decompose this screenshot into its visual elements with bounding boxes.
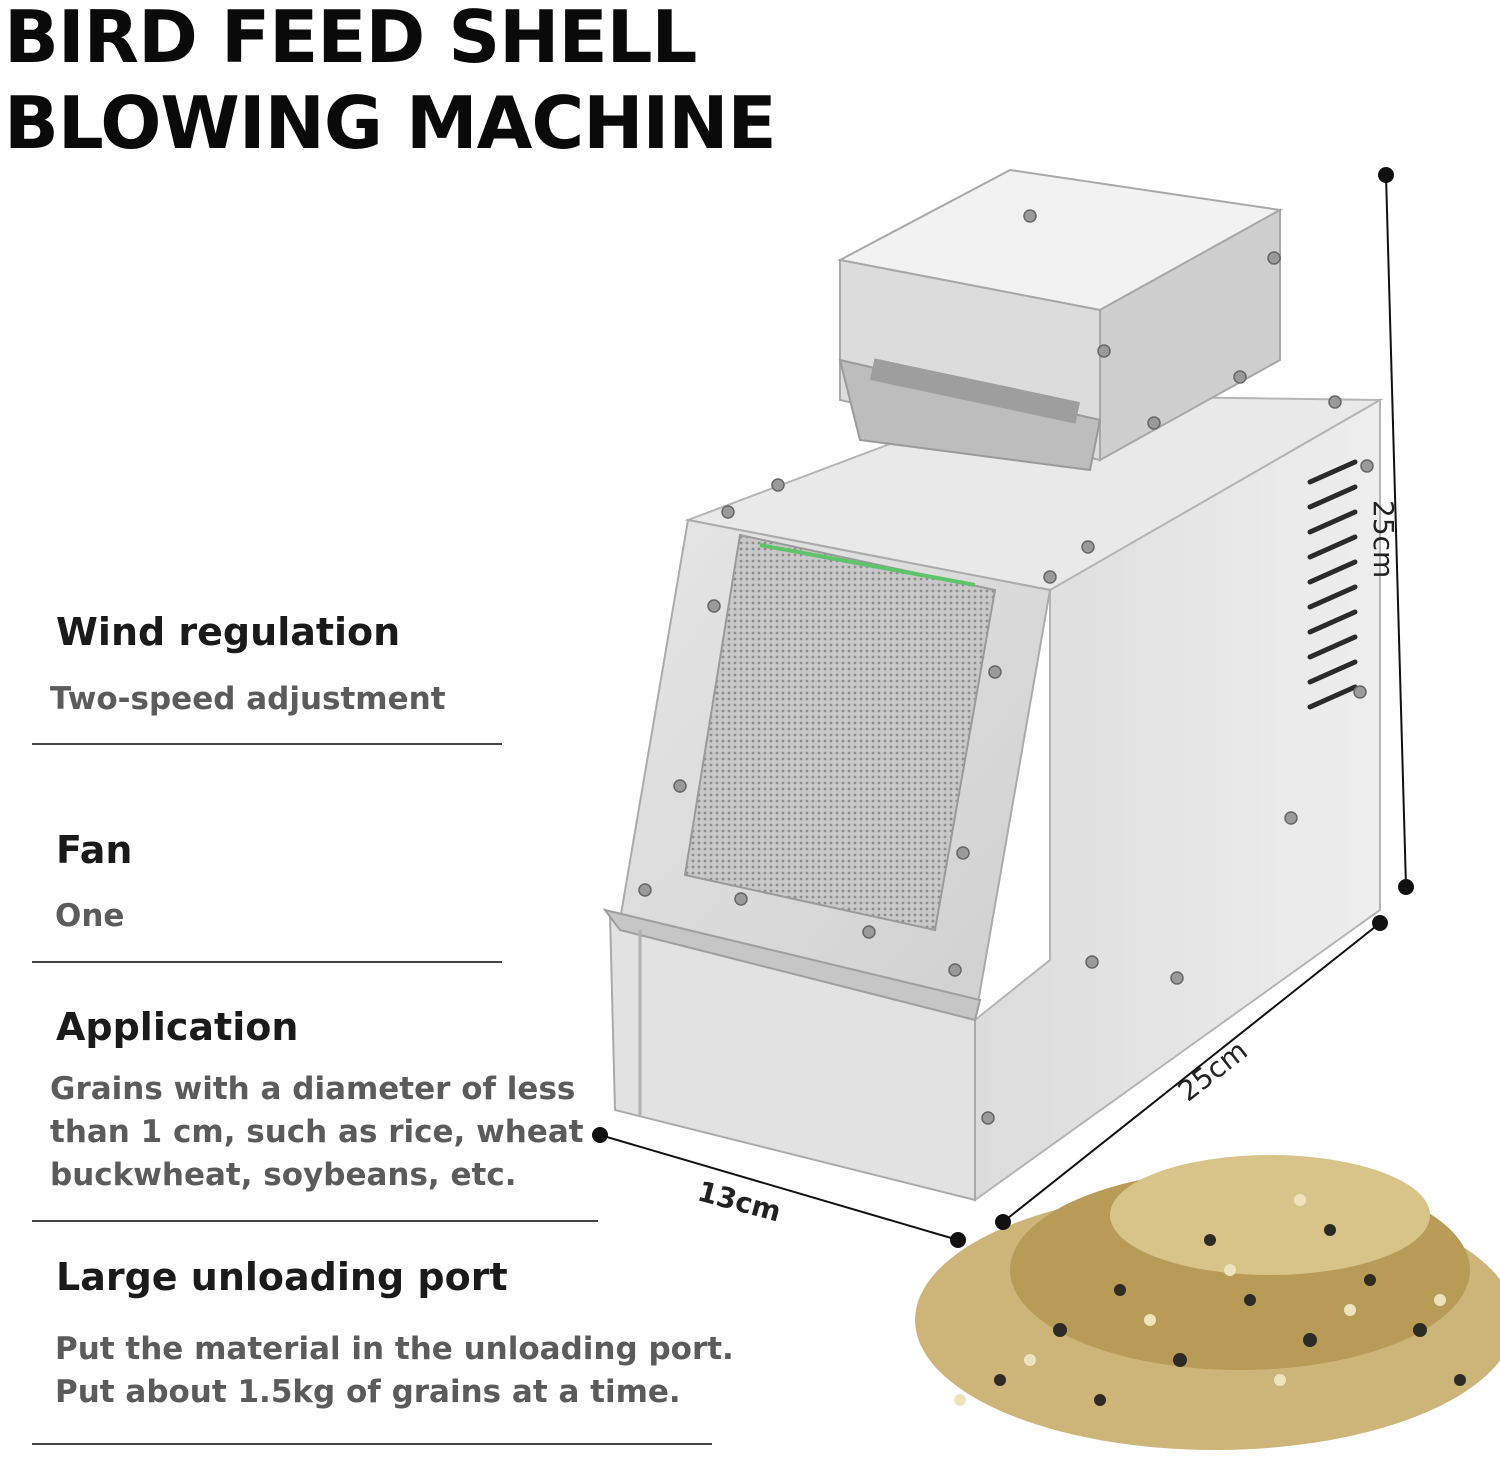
feature-description: One — [55, 898, 125, 934]
feature-description: Two-speed adjustment — [50, 681, 446, 717]
grain-pile — [915, 1155, 1500, 1450]
machine-illustration — [592, 167, 1500, 1450]
feature-description-line: Put the material in the unloading port. — [55, 1331, 734, 1367]
vent-slots — [1307, 459, 1358, 710]
hopper-right-face — [1099, 208, 1281, 462]
feature-description-line: buckwheat, soybeans, etc. — [50, 1157, 517, 1193]
feature-heading: Wind regulation — [56, 610, 401, 654]
divider — [32, 1443, 712, 1445]
feature-heading: Application — [56, 1005, 299, 1049]
unloading-tray-lip — [602, 908, 982, 1022]
dimension-height-label: 25cm — [1367, 500, 1400, 579]
divider — [32, 743, 502, 745]
feature-heading: Large unloading port — [56, 1255, 508, 1299]
feature-description-line: Put about 1.5kg of grains at a time. — [55, 1374, 681, 1410]
hopper-roller — [870, 358, 1080, 424]
dimension-endpoints — [592, 167, 1414, 1248]
product-title-line-2: BLOWING MACHINE — [4, 81, 777, 165]
dimension-lines — [599, 174, 1407, 1241]
feature-description-line: than 1 cm, such as rice, wheat — [50, 1114, 584, 1150]
divider — [32, 1220, 598, 1222]
feature-heading: Fan — [56, 828, 133, 872]
product-title: BIRD FEED SHELL BLOWING MACHINE — [4, 0, 777, 166]
product-title-line-1: BIRD FEED SHELL — [4, 0, 697, 79]
mesh-green-strip — [759, 543, 976, 587]
screws — [638, 209, 1374, 1125]
divider — [32, 961, 502, 963]
feature-description-line: Grains with a diameter of less — [50, 1071, 576, 1107]
